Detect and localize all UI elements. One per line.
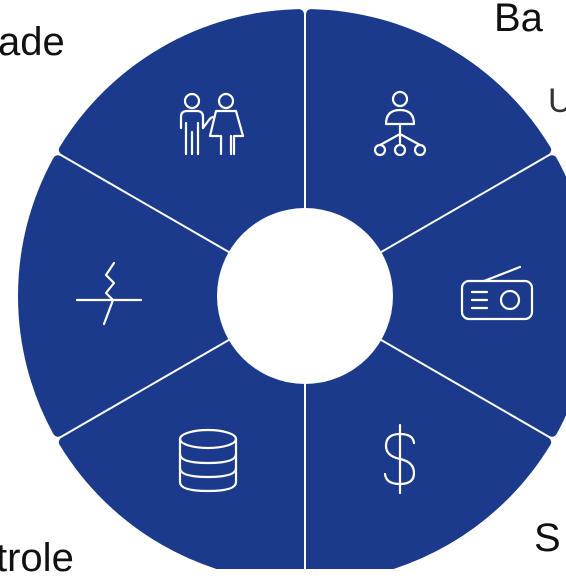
wheel-segments	[18, 9, 566, 569]
center-hole	[217, 208, 393, 384]
radio-icon	[460, 265, 534, 321]
dollar-icon	[383, 423, 416, 495]
label-bottom-left: trole	[0, 536, 74, 580]
label-bottom-right: S	[534, 516, 561, 560]
label-top-left: ade	[0, 20, 65, 64]
crack-icon	[75, 261, 143, 326]
label-top-right: Ba	[494, 0, 543, 40]
people-couple-icon	[179, 92, 245, 156]
hierarchy-network-icon	[373, 90, 427, 157]
database-icon	[178, 428, 238, 493]
label-top-right-sub: U	[548, 82, 566, 120]
